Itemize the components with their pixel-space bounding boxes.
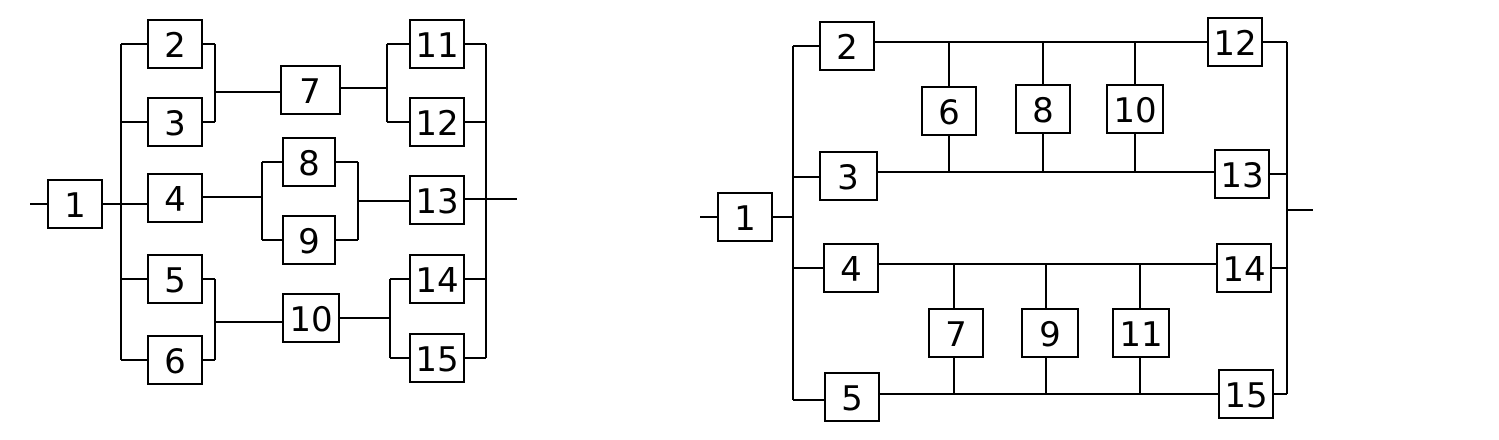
right-block-7-label: 7 [945, 315, 967, 355]
right-block-6-label: 6 [938, 93, 960, 133]
right-block-9-label: 9 [1039, 315, 1061, 355]
left-block-4-label: 4 [164, 180, 186, 220]
left-block-3: 3 [147, 97, 203, 147]
left-block-1-label: 1 [64, 186, 86, 226]
right-wires [700, 41, 1313, 401]
right-block-3-label: 3 [837, 158, 859, 198]
right-block-14-label: 14 [1222, 250, 1265, 290]
right-block-13: 13 [1214, 149, 1270, 199]
left-block-6: 6 [147, 335, 203, 385]
left-block-5: 5 [147, 254, 203, 304]
left-block-13: 13 [409, 175, 465, 225]
left-block-1: 1 [47, 179, 103, 229]
left-block-9-label: 9 [298, 222, 320, 262]
left-block-14: 14 [409, 254, 465, 304]
right-block-1: 1 [717, 192, 773, 242]
left-diagram: 1 2 3 4 5 6 7 8 [30, 19, 517, 385]
left-block-12: 12 [409, 97, 465, 147]
right-block-11-label: 11 [1119, 315, 1162, 355]
right-block-1-label: 1 [734, 199, 756, 239]
right-block-4-label: 4 [840, 250, 862, 290]
left-block-8-label: 8 [298, 144, 320, 184]
right-block-12: 12 [1207, 17, 1263, 67]
left-block-10-label: 10 [289, 300, 332, 340]
right-block-4: 4 [823, 243, 879, 293]
right-block-8-label: 8 [1032, 91, 1054, 131]
right-block-12-label: 12 [1213, 24, 1256, 64]
left-block-14-label: 14 [415, 261, 458, 301]
right-block-11: 11 [1112, 308, 1170, 358]
right-block-2-label: 2 [836, 28, 858, 68]
left-block-11: 11 [409, 19, 465, 69]
left-block-7: 7 [280, 65, 341, 115]
left-block-4: 4 [147, 173, 203, 223]
left-block-6-label: 6 [164, 342, 186, 382]
right-block-2: 2 [819, 21, 875, 71]
left-wires [30, 43, 517, 361]
right-block-10-label: 10 [1113, 91, 1156, 131]
right-diagram: 1 2 3 4 5 6 7 8 [700, 17, 1313, 422]
right-block-5-label: 5 [841, 379, 863, 419]
left-block-10: 10 [282, 293, 340, 343]
right-block-7: 7 [928, 308, 984, 358]
left-block-12-label: 12 [415, 104, 458, 144]
left-block-2-label: 2 [164, 26, 186, 66]
right-block-8: 8 [1015, 84, 1071, 134]
left-block-3-label: 3 [164, 104, 186, 144]
left-block-7-label: 7 [299, 72, 321, 112]
left-block-13-label: 13 [415, 182, 458, 222]
left-block-11-label: 11 [415, 26, 458, 66]
left-block-2: 2 [147, 19, 203, 69]
right-block-10: 10 [1106, 84, 1164, 134]
right-block-5: 5 [824, 372, 880, 422]
right-block-13-label: 13 [1220, 156, 1263, 196]
left-block-9: 9 [282, 215, 336, 265]
left-block-5-label: 5 [164, 261, 186, 301]
left-block-15: 15 [409, 333, 465, 383]
right-block-15: 15 [1218, 369, 1274, 419]
right-block-15-label: 15 [1224, 376, 1267, 416]
right-block-14: 14 [1216, 243, 1272, 293]
right-block-9: 9 [1021, 308, 1079, 358]
left-block-8: 8 [282, 137, 336, 187]
right-block-6: 6 [921, 86, 977, 136]
left-block-15-label: 15 [415, 340, 458, 380]
right-block-3: 3 [819, 151, 878, 201]
